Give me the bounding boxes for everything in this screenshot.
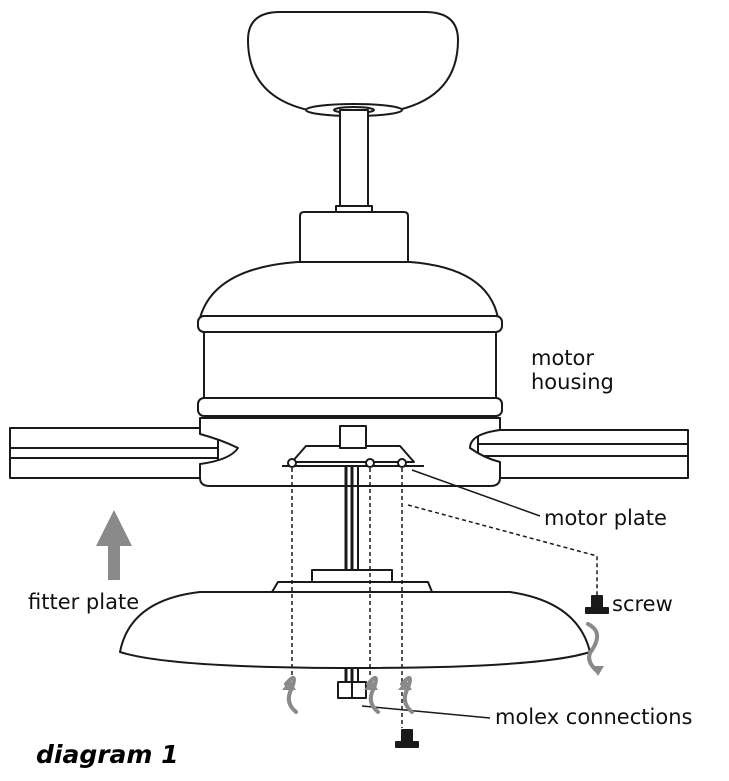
fitter-plate-shape xyxy=(120,570,590,668)
screw-bottom xyxy=(396,730,418,747)
label-motor-housing-line1: motor xyxy=(531,346,595,370)
downrod xyxy=(336,110,372,214)
motor-housing xyxy=(198,316,502,416)
diagram-caption: diagram 1 xyxy=(36,740,179,769)
blade-right xyxy=(478,430,688,478)
label-fitter-plate: fitter plate xyxy=(28,590,140,614)
blade-left xyxy=(10,428,218,478)
guide-lines xyxy=(292,468,597,728)
label-motor-plate: motor plate xyxy=(544,506,667,530)
screw-right xyxy=(586,596,608,613)
canopy xyxy=(248,12,458,116)
motor-dome xyxy=(200,262,498,318)
leader-lines xyxy=(362,470,540,718)
motor-plate xyxy=(282,426,424,467)
up-arrow-icon xyxy=(96,510,132,580)
label-molex-connections: molex connections xyxy=(495,705,693,729)
motor-collar xyxy=(300,212,408,262)
label-screw: screw xyxy=(612,592,673,616)
rotation-arrowheads xyxy=(282,666,604,690)
label-motor-housing-line2: housing xyxy=(531,370,614,394)
